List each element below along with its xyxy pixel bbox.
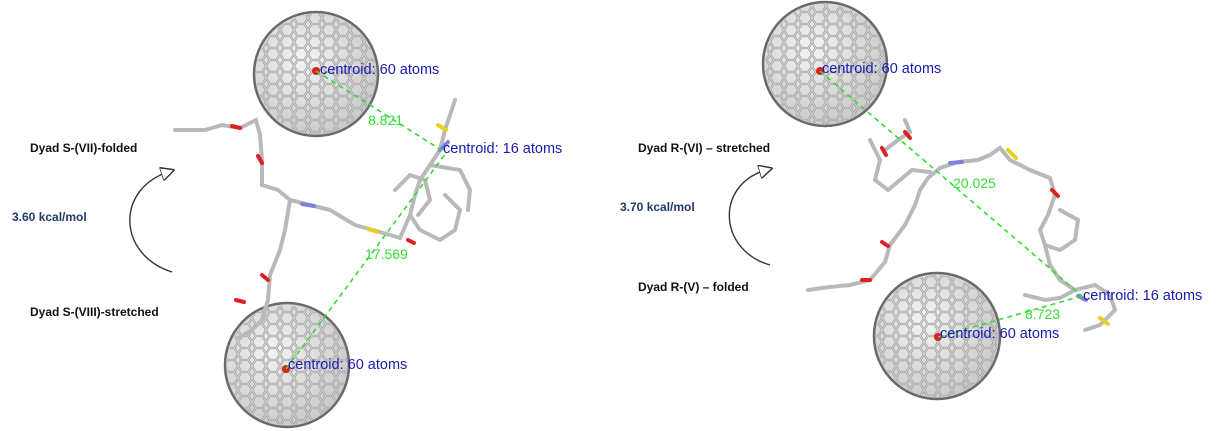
right-panel: Dyad R-(VI) – stretched 3.70 kcal/mol Dy… [620, 0, 1202, 401]
conformer-label-top-left: Dyad S-(VII)-folded [30, 141, 137, 155]
atoms-oxygen-right [860, 130, 1060, 282]
atoms-oxygen-left [230, 124, 416, 304]
equilibrium-arrow-right [728, 170, 770, 266]
fullerene-top-right [761, 0, 889, 128]
conformer-label-bottom-right: Dyad R-(V) – folded [638, 280, 749, 294]
atoms-nitrogen-left [300, 140, 450, 208]
equilibrium-arrow-left [129, 172, 172, 273]
distance-label-2-right: 8.723 [1025, 306, 1060, 322]
distance-lines-left [285, 70, 447, 370]
fullerene-bottom-left [223, 301, 351, 429]
distance-lines-right [819, 70, 1083, 338]
left-panel: Dyad S-(VII)-folded 3.60 kcal/mol Dyad S… [12, 10, 562, 429]
distance-label-1-left: 8.821 [368, 112, 403, 128]
distance-label-2-left: 17.569 [365, 246, 408, 262]
centroid-label-mid-left: centroid: 16 atoms [443, 141, 562, 157]
distance-label-1-right: 20.025 [953, 175, 996, 191]
conformer-label-top-right: Dyad R-(VI) – stretched [638, 141, 770, 155]
centroid-label-bottom-left: centroid: 60 atoms [288, 357, 407, 373]
centroid-label-top-left: centroid: 60 atoms [320, 62, 439, 78]
energy-label-left: 3.60 kcal/mol [12, 210, 87, 224]
energy-label-right: 3.70 kcal/mol [620, 200, 695, 214]
molecule-sticks-left [173, 98, 473, 340]
atoms-sulfur-right [1006, 148, 1110, 326]
molecule-sticks-right [806, 118, 1118, 332]
centroid-label-bottom-right: centroid: 60 atoms [940, 326, 1059, 342]
centroid-label-mid-right: centroid: 16 atoms [1083, 288, 1202, 304]
conformer-label-bottom-left: Dyad S-(VIII)-stretched [30, 305, 159, 319]
atoms-sulfur-left [366, 123, 448, 234]
centroid-label-top-right: centroid: 60 atoms [822, 61, 941, 77]
